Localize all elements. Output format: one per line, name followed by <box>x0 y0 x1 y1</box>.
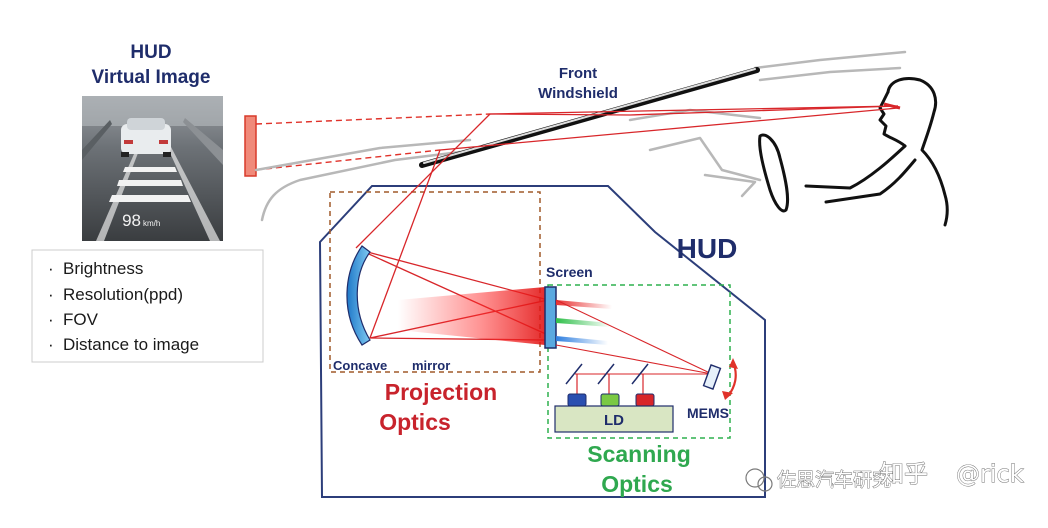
front-windshield <box>419 67 760 168</box>
metric-bullet: · <box>48 259 54 278</box>
projection-optics-box <box>329 191 541 373</box>
combining-mirrors <box>565 363 649 394</box>
scan-rays <box>555 299 713 375</box>
watermark-platform: 知乎 <box>880 460 928 488</box>
watermark-text: 佐思汽车研究 <box>777 469 891 491</box>
mirror-label-1: Concave <box>333 358 387 373</box>
projected-crosswalk <box>109 167 191 202</box>
car-interior-outline <box>254 50 907 222</box>
hud-housing <box>318 185 766 498</box>
driver-silhouette <box>758 77 949 227</box>
green-beam <box>556 318 610 327</box>
mems-label: MEMS <box>687 405 729 421</box>
blue-beam <box>556 336 608 345</box>
driver-eye <box>883 102 901 110</box>
mems-mirror <box>702 364 722 390</box>
metric-item: FOV <box>63 310 99 329</box>
red-beam <box>556 300 612 309</box>
road-photo: 98 km/h <box>82 96 223 241</box>
watermark-handle: @rick <box>956 460 1024 488</box>
scanning-optics-label-2: Optics <box>601 471 673 497</box>
windshield-label-line2: Windshield <box>538 85 618 102</box>
projection-optics-label-1: Projection <box>385 379 497 405</box>
ld-label: LD <box>604 412 624 429</box>
metric-item: Distance to image <box>63 335 199 354</box>
hud-unit-title: HUD <box>677 233 738 264</box>
scanning-optics-box <box>547 284 731 439</box>
screen-label: Screen <box>546 264 593 280</box>
mirror-label-2: mirror <box>412 358 450 373</box>
concave-mirror <box>346 245 371 346</box>
metrics-box: · Brightness · Resolution(ppd) · FOV · D… <box>31 249 264 363</box>
metric-item: Resolution(ppd) <box>63 285 183 304</box>
virtual-image-plane <box>244 115 257 177</box>
arrow-head-icon <box>722 391 733 400</box>
speed-unit: km/h <box>143 219 160 228</box>
arrow-head-icon <box>729 358 738 369</box>
projection-optics-label-2: Optics <box>379 409 451 435</box>
scanning-optics-label-1: Scanning <box>587 441 691 467</box>
laser-diodes <box>554 393 674 433</box>
metric-bullet: · <box>48 285 54 304</box>
metric-bullet: · <box>48 310 54 329</box>
projection-beam <box>398 287 545 345</box>
wechat-icon <box>745 468 765 488</box>
speed-value: 98 <box>122 211 141 230</box>
virtual-rays <box>255 113 491 171</box>
watermark: 佐思汽车研究 知乎 @rick <box>745 460 1024 492</box>
optical-rays <box>355 105 899 341</box>
lead-car <box>121 118 171 157</box>
diffuser-screen <box>544 286 557 349</box>
metric-bullet: · <box>48 335 54 354</box>
virtual-image-title-line1: HUD <box>130 42 171 63</box>
windshield-label-line1: Front <box>559 65 597 82</box>
virtual-image-title-line2: Virtual Image <box>92 67 211 88</box>
metric-item: Brightness <box>63 259 143 278</box>
